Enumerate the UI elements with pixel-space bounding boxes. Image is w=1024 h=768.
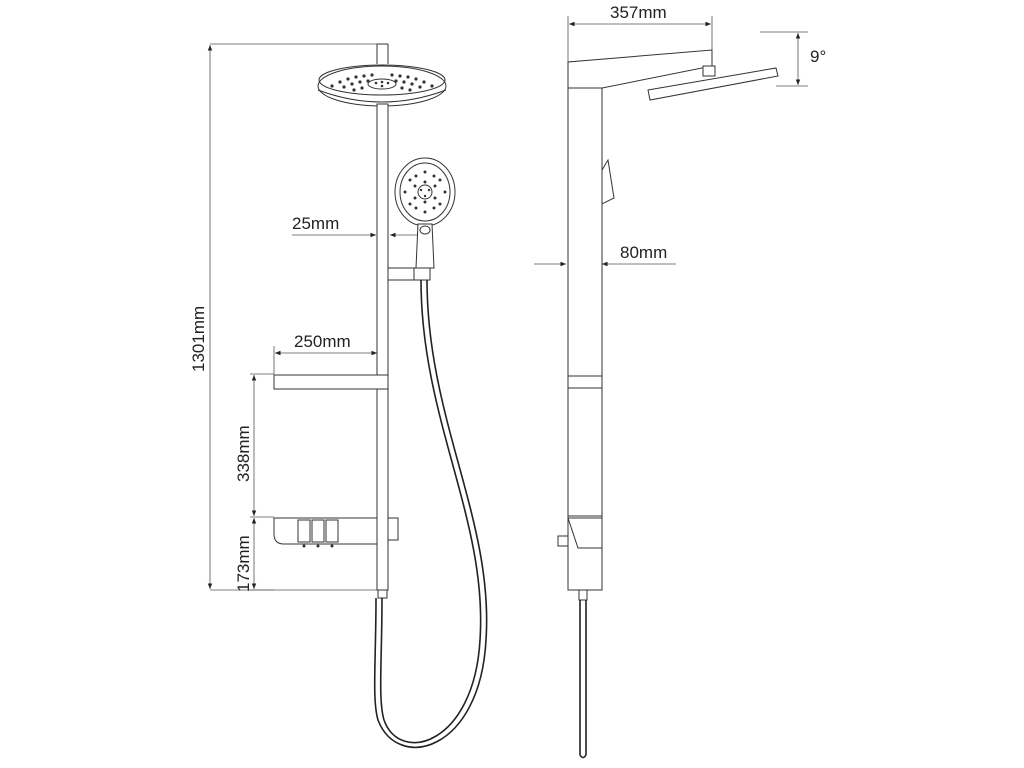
dim-shelf-spacing: 338mm bbox=[234, 373, 274, 518]
dim-column-depth: 80mm bbox=[534, 243, 676, 267]
dim-rail-offset: 25mm bbox=[292, 214, 418, 238]
side-control-shelf bbox=[557, 517, 603, 549]
overhead-arm bbox=[376, 43, 389, 64]
nozzle-pattern bbox=[330, 73, 434, 92]
shelf-spacing-label: 338mm bbox=[234, 425, 253, 482]
dim-total-height: 1301mm bbox=[189, 43, 388, 591]
side-view: 357mm 9° 80mm bbox=[534, 3, 826, 759]
total-height-label: 1301mm bbox=[189, 306, 208, 372]
side-hose bbox=[578, 589, 588, 759]
head-projection-label: 357mm bbox=[610, 3, 667, 22]
dim-bottom-height: 173mm bbox=[234, 518, 274, 592]
dim-head-projection: 357mm bbox=[567, 3, 713, 62]
control-shelf bbox=[273, 517, 399, 548]
shower-rail bbox=[376, 103, 389, 599]
bottom-height-label: 173mm bbox=[234, 535, 253, 592]
shower-hose bbox=[373, 279, 488, 748]
dim-shelf-width: 250mm bbox=[273, 332, 377, 374]
overhead-shower-head bbox=[317, 64, 447, 107]
column-depth-label: 80mm bbox=[620, 243, 667, 262]
upper-shelf bbox=[273, 374, 389, 390]
head-angle-label: 9° bbox=[810, 47, 826, 66]
front-view: 1301mm 338mm 173mm 250mm 25mm bbox=[189, 43, 488, 748]
side-hand-shower bbox=[601, 158, 615, 205]
side-shower-head bbox=[647, 65, 779, 101]
side-column bbox=[567, 49, 713, 591]
dim-head-angle: 9° bbox=[760, 31, 826, 87]
hand-shower-nozzles bbox=[403, 170, 447, 214]
slide-holder bbox=[387, 267, 431, 281]
rail-offset-label: 25mm bbox=[292, 214, 339, 233]
hand-shower bbox=[394, 157, 456, 269]
shelf-width-label: 250mm bbox=[294, 332, 351, 351]
